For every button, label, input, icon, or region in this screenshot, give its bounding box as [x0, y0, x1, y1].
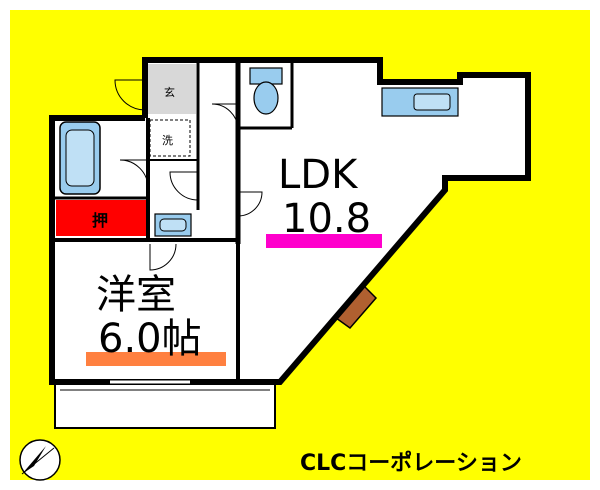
bathtub-inner [65, 129, 95, 187]
outer-wall [49, 57, 531, 385]
washer-label: 洗 [162, 134, 173, 147]
entrance-floor [148, 64, 196, 114]
door-ldk [237, 191, 263, 217]
apartment-floor [52, 60, 528, 382]
western-size-bar [86, 352, 226, 366]
company-name: CLCコーポレーション [300, 450, 522, 476]
kitchen-sink [413, 93, 451, 111]
compass-north-arrow-icon [19, 439, 61, 481]
ldk-size-bar [266, 234, 382, 248]
closet [56, 200, 148, 236]
ldk-size: 10.8 [282, 196, 371, 242]
door-entrance [114, 79, 146, 111]
door-washer [169, 171, 199, 201]
wash-basin-bowl [159, 218, 187, 232]
ldk-label: LDK [278, 152, 359, 198]
toilet-bowl [253, 81, 279, 115]
door-bath [119, 159, 149, 189]
door-western [149, 243, 177, 271]
western-label: 洋室 [96, 272, 176, 318]
washer-box [149, 119, 191, 157]
door-toilet [211, 103, 239, 131]
closet-label: 押 [92, 211, 108, 230]
entrance-label: 玄 [164, 85, 175, 99]
western-size: 6.0帖 [98, 316, 202, 362]
